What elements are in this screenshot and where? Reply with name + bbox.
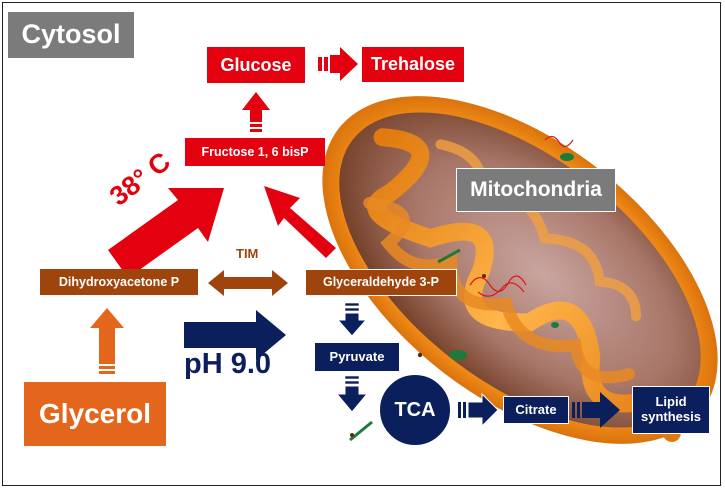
arrow-citrate-to-lipid xyxy=(572,392,620,428)
glucose-box: Glucose xyxy=(207,47,305,83)
dhap-box: Dihydroxyacetone P xyxy=(40,269,198,295)
figure-border xyxy=(2,2,721,486)
tim-double-arrow xyxy=(208,270,288,296)
tca-label: TCA xyxy=(394,398,436,421)
arrow-dhap-to-fructose xyxy=(108,188,224,278)
arrow-pyruvate-to-tca xyxy=(335,375,369,413)
fructose-box: Fructose 1, 6 bisP xyxy=(185,138,325,166)
tca-circle xyxy=(378,373,452,447)
glycerol-box: Glycerol xyxy=(24,382,166,446)
arrow-ph-to-g3p xyxy=(184,310,286,360)
arrow-g3p-to-fructose xyxy=(264,186,336,258)
pyruvate-box: Pyruvate xyxy=(314,342,400,372)
trehalose-box: Trehalose xyxy=(362,47,464,82)
tim-label: TIM xyxy=(236,246,259,261)
ph-label: pH 9.0 xyxy=(184,348,272,380)
arrow-glucose-to-trehalose xyxy=(318,47,358,81)
arrow-tca-to-citrate xyxy=(458,392,499,428)
arrow-glycerol-to-dhap xyxy=(90,308,124,374)
arrow-fructose-to-glucose xyxy=(242,92,270,132)
mitochondria-label: Mitochondria xyxy=(456,168,616,212)
citrate-box: Citrate xyxy=(503,396,569,424)
cytosol-label: Cytosol xyxy=(8,12,134,58)
arrow-g3p-to-pyruvate xyxy=(336,302,368,337)
lipid-synthesis-box: Lipid synthesis xyxy=(632,386,710,434)
g3p-box: Glyceraldehyde 3-P xyxy=(305,269,457,296)
